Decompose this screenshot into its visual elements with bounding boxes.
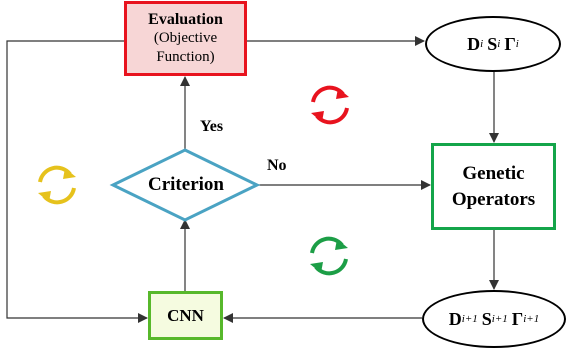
evaluation-subtitle-line1: (Objective — [153, 30, 218, 46]
evaluation-title: Evaluation — [148, 11, 223, 28]
evaluation-node: Evaluation (Objective Function) — [124, 1, 247, 76]
genetic-operators-node: Genetic Operators — [431, 143, 556, 230]
state-subscript: i — [497, 38, 501, 50]
cycle-arrows-icon-green — [310, 236, 348, 276]
state-next-subscript: i+1 — [523, 313, 540, 325]
cycle-arrows-icon-red — [311, 85, 349, 125]
state-symbol-d: D — [467, 33, 481, 54]
state-next-symbol-d: D — [448, 308, 462, 329]
state-next-symbol-s: S — [481, 308, 492, 329]
state-next-subscript: i+1 — [491, 313, 508, 325]
criterion-diamond — [109, 148, 261, 222]
cycle-arrows-icon-yellow — [38, 165, 76, 205]
evaluation-subtitle-line2: Function) — [156, 49, 215, 65]
state-symbol-gamma: Γ — [504, 33, 516, 54]
state-subscript: i — [515, 38, 519, 50]
genetic-label-line2: Operators — [451, 188, 536, 210]
state-next-symbol-gamma: Γ — [511, 308, 524, 329]
state-subscript: i — [480, 38, 484, 50]
yes-label: Yes — [200, 118, 224, 135]
no-label: No — [267, 157, 287, 174]
state-symbol-s: S — [487, 33, 498, 54]
genetic-label-line1: Genetic — [462, 162, 525, 184]
cnn-node: CNN — [148, 291, 223, 340]
state-next-subscript: i+1 — [461, 313, 478, 325]
criterion-label: Criterion — [148, 174, 224, 195]
edge-feedback-loop — [6, 40, 148, 323]
